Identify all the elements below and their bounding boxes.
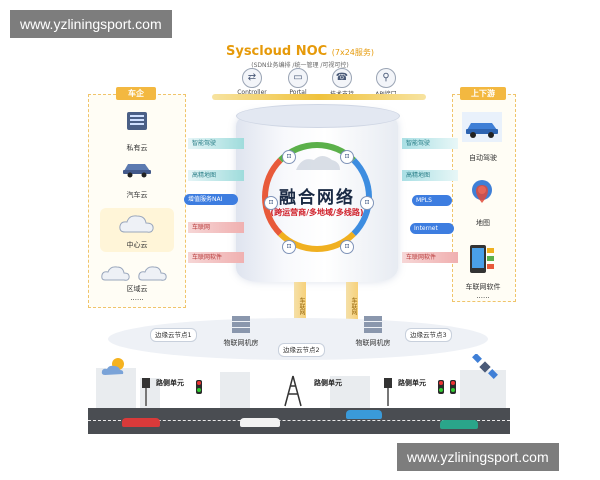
right-arrow-mpls: MPLS	[412, 195, 452, 206]
noc-bar	[212, 94, 426, 100]
city-skyline	[96, 368, 136, 408]
autonomous-driving-icon	[462, 112, 502, 142]
traffic-light-icon	[450, 380, 456, 394]
hub-node: ⊡	[282, 150, 296, 164]
hub-node: ⊡	[340, 150, 354, 164]
iot-room-label-right: 物联网机房	[355, 339, 391, 347]
private-cloud-label: 私有云	[126, 144, 148, 152]
hub-node: ⊡	[360, 196, 374, 210]
right-arrow-iov-software: 车联网软件	[402, 252, 458, 263]
car-red-icon	[122, 418, 160, 427]
right-arrow-smart-driving: 智能驾驶	[402, 138, 458, 149]
hub-node: ⊡	[282, 240, 296, 254]
right-arrow-hd-map: 高精地图	[402, 170, 458, 181]
car-white-icon	[240, 418, 280, 427]
satellite-icon	[472, 354, 498, 379]
traffic-light-icon	[438, 380, 444, 394]
city-skyline	[220, 372, 250, 408]
controller-icon: ⇄	[242, 68, 262, 88]
city-skyline	[460, 370, 506, 408]
watermark-top: www.yzliningsport.com	[10, 10, 172, 38]
watermark-bottom: www.yzliningsport.com	[397, 443, 559, 471]
left-arrow-smart-driving: 智能驾驶	[188, 138, 244, 149]
city-skyline	[330, 376, 370, 408]
iov-software-icon	[470, 245, 494, 273]
hub-node: ⊡	[340, 240, 354, 254]
car-cloud-label: 汽车云	[126, 191, 148, 199]
private-cloud-icon	[127, 112, 147, 130]
roadside-unit-label-2: 路侧单元	[314, 379, 342, 387]
left-panel-head: 车企	[116, 87, 156, 100]
car-blue-icon	[346, 410, 382, 419]
road-lane	[88, 420, 510, 422]
iov-software-label: 车联网软件	[465, 283, 501, 291]
right-arrow-internet: Internet	[410, 223, 454, 234]
left-more-label: ......	[130, 294, 144, 302]
autonomous-driving-label: 自动驾驶	[469, 154, 497, 162]
right-more-label: ......	[476, 292, 490, 300]
car-cloud-icon	[123, 164, 151, 178]
noc-subtitle: (SDN业务编排 /统一管理 /可视可控)	[251, 62, 349, 69]
left-arrow-iov-software: 车联网软件	[188, 252, 244, 263]
controller-label: Controller	[237, 89, 267, 96]
map-label: 地图	[476, 219, 490, 227]
api-icon: ⚲	[376, 68, 396, 88]
portal-icon: ▭	[288, 68, 308, 88]
iot-room-icon-left	[232, 316, 250, 333]
hub-subtitle: (跨运营商/多地域/多线路)	[270, 208, 364, 217]
hub-title: 融合网络	[279, 188, 355, 208]
edge-node-1: 边缘云节点1	[150, 328, 197, 342]
controller-item: ⇄ Controller	[230, 68, 274, 96]
support-icon: ☎	[332, 68, 352, 88]
roadside-unit-label-3: 路侧单元	[398, 379, 426, 387]
iot-room-icon-right	[364, 316, 382, 333]
edge-node-3: 边缘云节点3	[405, 328, 452, 342]
region-cloud-icon	[101, 266, 167, 281]
portal-label: Portal	[289, 89, 307, 96]
center-cloud-icon	[119, 215, 154, 233]
hub-node: ⊡	[264, 196, 278, 210]
car-teal-icon	[440, 420, 478, 429]
left-arrow-hd-map: 高精地图	[188, 170, 244, 181]
roadside-unit-icon-1	[142, 378, 150, 406]
left-arrow-iov: 车联网	[188, 222, 244, 233]
edge-node-2: 边缘云节点2	[278, 343, 325, 357]
region-cloud-label: 区域云	[126, 285, 148, 293]
iot-room-label-left: 物联网机房	[223, 339, 259, 347]
right-panel-head: 上下游	[460, 87, 506, 100]
map-icon	[472, 180, 492, 203]
center-cloud-label: 中心云	[126, 241, 148, 249]
left-arrow-vas: 增值服务NAI	[184, 194, 238, 205]
traffic-light-icon	[196, 380, 202, 394]
roadside-unit-label-1: 路侧单元	[156, 379, 184, 387]
globe-icon	[296, 156, 340, 170]
roadside-unit-icon-3	[384, 378, 392, 406]
portal-item: ▭ Portal	[276, 68, 320, 96]
weather-icon	[101, 358, 124, 375]
cell-tower-icon	[284, 375, 302, 407]
pillar-iov-left: 车联网	[294, 282, 306, 326]
noc-title: Syscloud NOC (7x24服务)	[225, 44, 374, 59]
hub-top	[236, 104, 400, 128]
pillar-iov-right: 车联网	[346, 282, 358, 326]
